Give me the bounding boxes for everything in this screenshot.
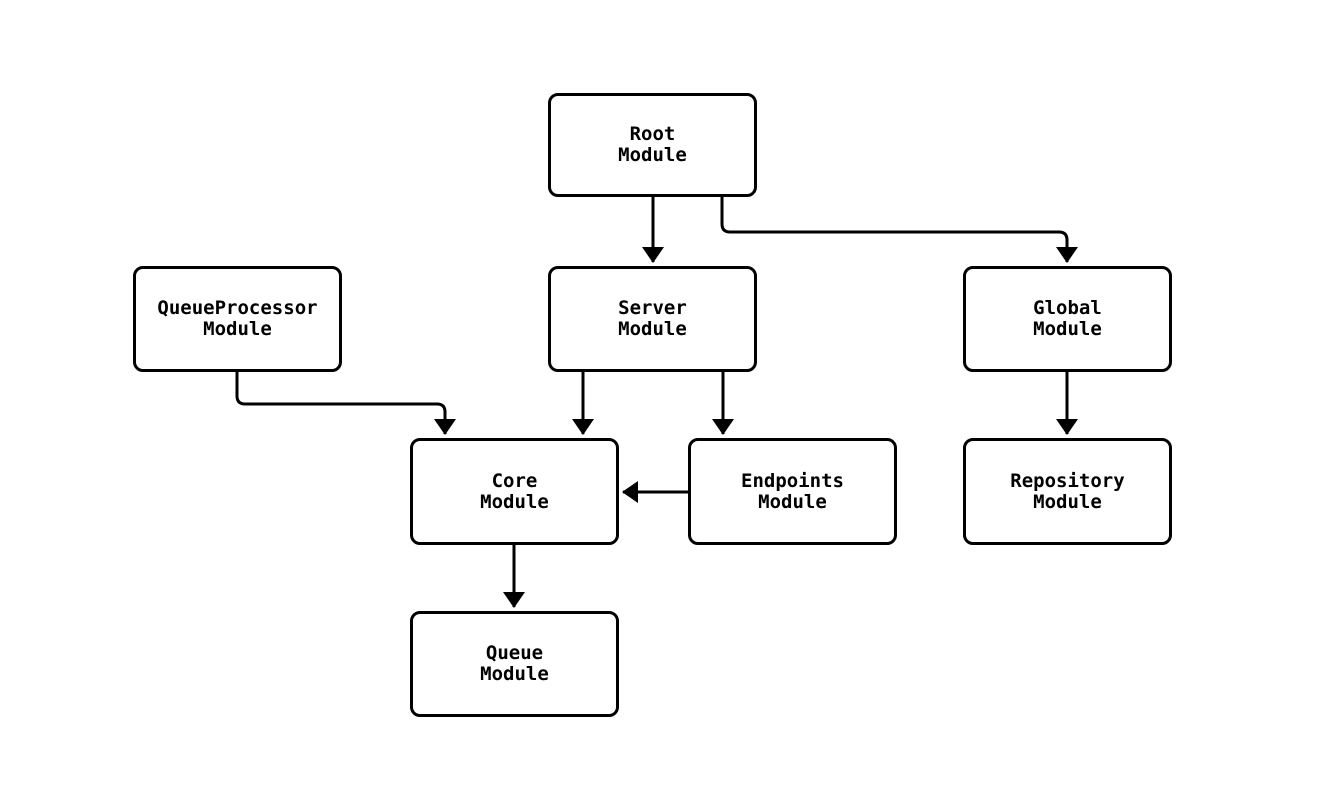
node-label-line: Queue [485,642,544,664]
node-label-line: Module [1033,318,1102,340]
node-label-line: Module [758,490,827,513]
node-label-line: Module [480,663,549,685]
node-label-line: Module [618,318,687,340]
node-label-line: Core [491,469,538,492]
node-label-line: QueueProcessor [157,297,318,319]
node-label-line: Endpoints [741,469,844,492]
node-label-line: Repository [1010,469,1125,492]
edge-queueprocessor-to-core [235,372,456,435]
node-label-line: Module [1033,490,1102,513]
node-label-line: Global [1033,297,1102,319]
node-label-line: Module [618,144,687,166]
node-label-line: Root [629,123,676,145]
edge-root-to-global [720,197,1078,263]
node-label-line: Module [480,490,549,513]
node-label-line: Server [618,297,687,319]
node-label-line: Module [203,318,272,340]
